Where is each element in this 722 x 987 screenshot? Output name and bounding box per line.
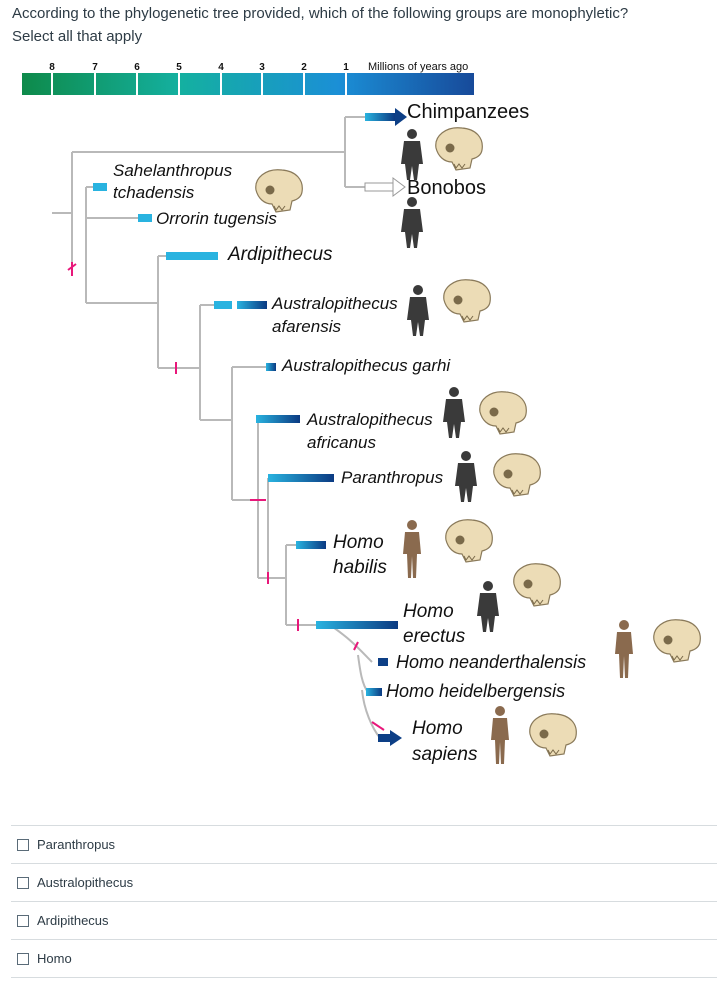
chimpanzee-skull-icon: [435, 127, 483, 171]
sahelanthropus-label-1: Sahelanthropus: [113, 161, 233, 180]
checkbox[interactable]: [17, 876, 29, 889]
afarensis-label-2: afarensis: [272, 317, 341, 336]
tick-label: 6: [134, 62, 140, 73]
tree-branches: [52, 116, 381, 739]
tick-label: 5: [176, 62, 182, 73]
checkbox[interactable]: [17, 952, 29, 965]
time-scale-bar: [22, 73, 474, 95]
africanus-skull-icon: [479, 391, 527, 435]
sapiens-skull-icon: [529, 713, 577, 757]
answer-options: Paranthropus Australopithecus Ardipithec…: [11, 825, 717, 978]
option-ardipithecus[interactable]: Ardipithecus: [11, 901, 717, 939]
tick-label: 7: [92, 62, 98, 73]
tick-label: 8: [49, 62, 55, 73]
sapiens-figure-icon: [491, 706, 509, 764]
paranthropus-figure-icon: [455, 451, 477, 502]
erectus-label-1: Homo: [403, 601, 454, 622]
time-scale: 8 7 6 5 4 3 2 1 Millions of years ago: [22, 61, 474, 95]
option-label: Paranthropus: [37, 837, 116, 852]
question-text: According to the phylogenetic tree provi…: [12, 2, 712, 48]
sapiens-label-1: Homo: [412, 718, 463, 739]
chimp-arrow-icon: [395, 108, 407, 126]
erectus-skull-icon: [513, 563, 561, 607]
option-homo[interactable]: Homo: [11, 939, 717, 978]
option-label: Homo: [37, 951, 72, 966]
sahelanthropus-skull-icon: [255, 169, 303, 213]
option-label: Australopithecus: [37, 875, 134, 890]
heidelbergensis-label: Homo heidelbergensis: [386, 681, 565, 701]
tick-marks: [67, 262, 385, 731]
tick-label: 2: [301, 62, 307, 73]
habilis-label-2: habilis: [333, 557, 387, 578]
orrorin-label: Orrorin tugensis: [156, 209, 277, 228]
africanus-label-1: Australopithecus: [306, 410, 433, 429]
neanderthal-figure-icon: [615, 620, 633, 678]
afarensis-skull-icon: [443, 279, 491, 323]
chimpanzees-label: Chimpanzees: [407, 101, 529, 123]
option-label: Ardipithecus: [37, 913, 109, 928]
africanus-label-2: africanus: [307, 433, 376, 452]
paranthropus-label: Paranthropus: [341, 468, 444, 487]
sahelanthropus-label-2: tchadensis: [113, 183, 195, 202]
question-prompt: According to the phylogenetic tree provi…: [12, 5, 629, 22]
habilis-figure-icon: [403, 520, 421, 578]
tick-label: 3: [259, 62, 265, 73]
africanus-figure-icon: [443, 387, 465, 438]
bonobo-icon: [401, 197, 423, 248]
chimpanzee-icon: [401, 129, 423, 180]
habilis-skull-icon: [445, 519, 493, 563]
sapiens-label-2: sapiens: [412, 744, 478, 765]
ardipithecus-label: Ardipithecus: [227, 244, 333, 265]
garhi-label: Australopithecus garhi: [281, 356, 451, 375]
checkbox[interactable]: [17, 914, 29, 927]
option-australopithecus[interactable]: Australopithecus: [11, 863, 717, 901]
option-paranthropus[interactable]: Paranthropus: [11, 825, 717, 863]
time-unit-label: Millions of years ago: [368, 61, 468, 73]
phylogenetic-tree-figure: 8 7 6 5 4 3 2 1 Millions of years ago: [22, 61, 701, 765]
tick-label: 1: [343, 62, 349, 73]
sapiens-arrow-icon: [390, 730, 402, 746]
neanderthalensis-label: Homo neanderthalensis: [396, 652, 586, 672]
neanderthal-skull-icon: [653, 619, 701, 663]
tick-label: 4: [218, 62, 224, 73]
erectus-label-2: erectus: [403, 626, 466, 647]
bonobos-label: Bonobos: [407, 177, 486, 199]
taxon-labels: Chimpanzees Bonobos Sahelanthropus tchad…: [113, 101, 586, 765]
paranthropus-skull-icon: [493, 453, 541, 497]
lineage-bars: [93, 108, 407, 746]
question-instruction: Select all that apply: [12, 28, 143, 45]
afarensis-figure-icon: [407, 285, 429, 336]
afarensis-label-1: Australopithecus: [271, 294, 398, 313]
erectus-figure-icon: [477, 581, 499, 632]
habilis-label-1: Homo: [333, 532, 384, 553]
bonobo-arrow-icon: [392, 177, 406, 197]
checkbox[interactable]: [17, 838, 29, 851]
